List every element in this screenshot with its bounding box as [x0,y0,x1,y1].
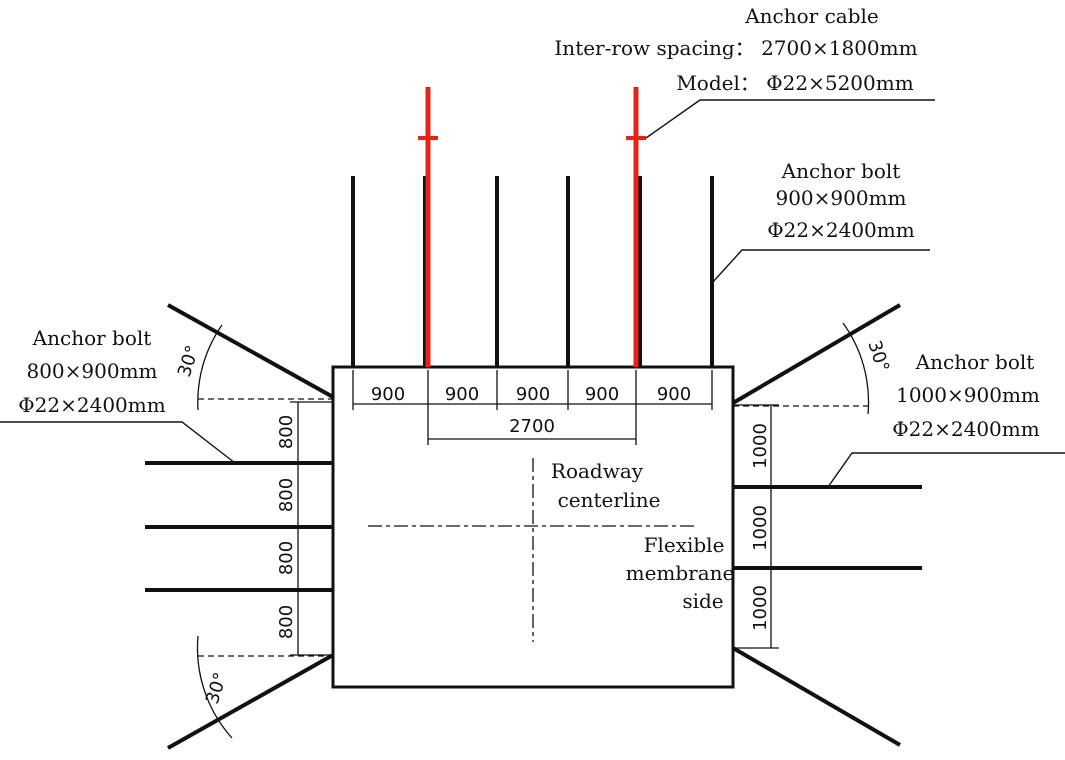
roof-bolt-leader [711,249,930,284]
top-dimension-chain [352,370,713,445]
right-corner-bolt-bottom [731,646,902,747]
left-spacing-3: 800 [276,541,297,575]
left-spacing-1: 800 [276,415,297,449]
right-corner-bolt-top [731,303,902,405]
cable-title: Anchor cable [744,4,879,28]
top-spacing-3: 900 [516,384,550,405]
angle-marker-bottom-left [196,635,333,739]
flexible-label-2: membrane [626,561,735,585]
top-spacing-5: 900 [657,384,691,405]
top-spacing-2: 900 [445,384,479,405]
left-dimension-chain [290,401,333,656]
right-spacing-1: 1000 [750,423,771,469]
flexible-label-1: Flexible [644,533,725,557]
angle-marker-top-left [197,324,333,411]
roof-bolt-model: Φ22×2400mm [767,218,914,242]
left-spacing-4: 800 [276,605,297,639]
flexible-label-3: side [682,589,723,613]
right-bolt-model: Φ22×2400mm [892,417,1039,441]
centerline-label-1: Roadway [551,459,644,483]
left-bolt-spacing: 800×900mm [26,359,157,383]
left-bolt-leader [0,421,236,464]
centerline-label-2: centerline [558,488,661,512]
angle-bottom-left: 30° [202,670,232,707]
angle-marker-top-right [733,322,870,415]
right-bolt-title: Anchor bolt [915,350,1035,374]
cable-leader [645,99,935,139]
left-corner-bolt-bottom [167,653,334,750]
top-spacing-4: 900 [585,384,619,405]
right-bolt-spacing: 1000×900mm [896,383,1040,407]
left-bolt-model: Φ22×2400mm [18,393,165,417]
cable-model-label: Model： Φ22×5200mm [676,71,913,95]
left-spacing-2: 800 [276,478,297,512]
top-spacing-1: 900 [371,384,405,405]
roof-bolt-title: Anchor bolt [781,159,901,183]
angle-top-right: 30° [863,338,893,375]
anchor-cable-right [626,87,646,367]
right-spacing-3: 1000 [750,585,771,631]
left-bolt-title: Anchor bolt [32,326,152,350]
roof-bolt-spacing: 900×900mm [775,186,906,210]
right-spacing-2: 1000 [750,505,771,551]
roadway-section [331,365,735,689]
right-dimension-chain [733,404,779,649]
anchor-cable-left [418,87,438,367]
cable-spacing-label: Inter-row spacing： 2700×1800mm [554,36,917,60]
left-corner-bolt-top [167,303,334,399]
cable-spacing-dimension: 2700 [509,416,555,437]
right-bolt-leader [827,452,1065,488]
angle-top-left: 30° [174,343,204,380]
